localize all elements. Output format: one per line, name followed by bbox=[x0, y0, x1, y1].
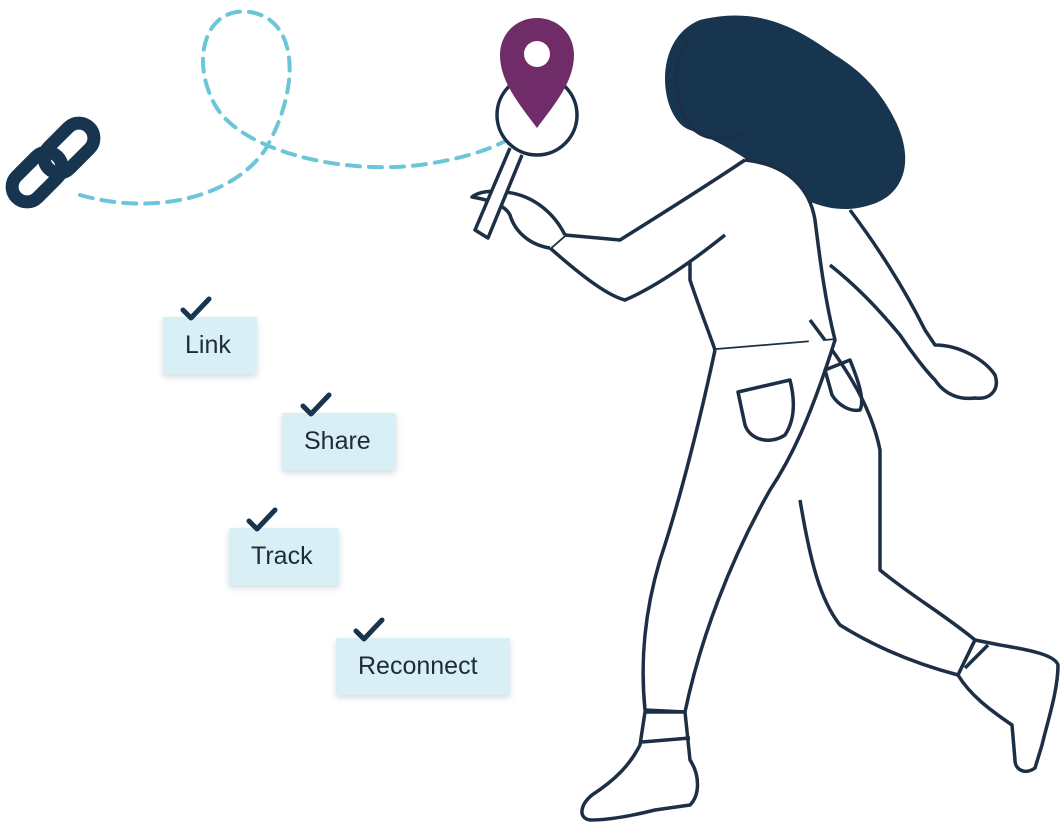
checkmark-icon bbox=[180, 296, 212, 321]
woman-hair bbox=[665, 15, 906, 210]
woman-back-arm bbox=[828, 208, 998, 401]
step-track-label: Track bbox=[251, 542, 313, 570]
step-reconnect: Reconnect bbox=[336, 638, 510, 695]
front-boot-cuff bbox=[641, 736, 691, 744]
back-boot-cuff bbox=[963, 643, 990, 670]
step-track: Track bbox=[229, 528, 339, 585]
step-share-label: Share bbox=[304, 427, 371, 455]
step-link: Link bbox=[163, 317, 257, 374]
checkmark-icon bbox=[300, 392, 332, 417]
woman-face bbox=[674, 38, 742, 141]
map-pin-icon bbox=[500, 18, 574, 128]
woman-front-arm bbox=[548, 158, 746, 302]
back-pocket-right bbox=[823, 358, 864, 413]
woman-back-boot bbox=[956, 638, 1060, 773]
woman-hand bbox=[470, 189, 567, 250]
step-share: Share bbox=[282, 413, 396, 470]
step-reconnect-label: Reconnect bbox=[358, 652, 478, 680]
back-pocket-left bbox=[736, 378, 796, 442]
step-link-label: Link bbox=[185, 331, 231, 359]
dashed-route-path bbox=[78, 9, 527, 206]
woman-front-boot bbox=[580, 710, 700, 822]
checkmark-icon bbox=[353, 617, 385, 642]
checkmark-icon bbox=[246, 507, 278, 532]
chain-link-icon bbox=[5, 116, 101, 209]
